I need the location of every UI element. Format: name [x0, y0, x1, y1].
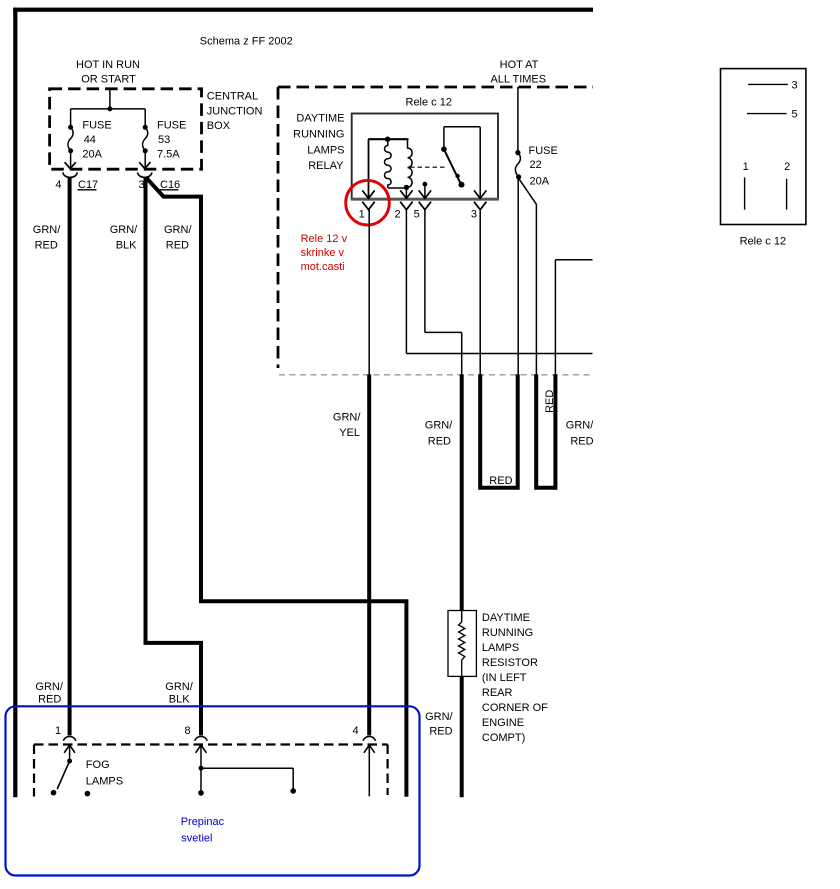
svg-text:RED: RED [38, 694, 61, 706]
svg-text:svetiel: svetiel [181, 833, 212, 845]
svg-text:HOT IN RUN: HOT IN RUN [76, 59, 140, 71]
svg-text:7.5A: 7.5A [157, 148, 180, 160]
svg-text:GRN/: GRN/ [333, 411, 361, 423]
svg-text:Rele c 12: Rele c 12 [740, 235, 786, 247]
svg-text:3: 3 [792, 79, 798, 91]
svg-text:1: 1 [55, 725, 61, 737]
svg-text:GRN/: GRN/ [566, 419, 594, 431]
svg-text:FOG: FOG [86, 759, 110, 771]
svg-text:ALL TIMES: ALL TIMES [490, 74, 546, 86]
svg-text:OR START: OR START [81, 74, 136, 86]
svg-text:Rele c 12: Rele c 12 [406, 97, 452, 109]
svg-text:RED: RED [489, 475, 512, 487]
svg-text:1: 1 [359, 209, 365, 221]
svg-text:3: 3 [471, 209, 477, 221]
svg-text:RELAY: RELAY [308, 160, 344, 172]
svg-text:C17: C17 [78, 179, 98, 191]
svg-text:GRN/: GRN/ [35, 681, 63, 693]
svg-text:mot.casti: mot.casti [301, 261, 345, 273]
svg-text:44: 44 [84, 134, 96, 146]
svg-text:skrinke v: skrinke v [301, 247, 345, 259]
svg-text:DAYTIME: DAYTIME [296, 113, 344, 125]
svg-text:LAMPS: LAMPS [307, 145, 344, 157]
svg-text:COMPT): COMPT) [482, 732, 525, 744]
svg-text:RED: RED [35, 240, 58, 252]
svg-text:2: 2 [395, 209, 401, 221]
svg-text:FUSE: FUSE [529, 145, 558, 157]
svg-text:GRN/: GRN/ [425, 711, 453, 723]
svg-text:BLK: BLK [116, 240, 137, 252]
svg-text:LAMPS: LAMPS [86, 776, 123, 788]
svg-text:RUNNING: RUNNING [293, 129, 344, 141]
svg-text:53: 53 [158, 134, 170, 146]
svg-text:5: 5 [414, 209, 420, 221]
svg-text:FUSE: FUSE [82, 120, 111, 132]
svg-text:GRN/: GRN/ [33, 224, 61, 236]
svg-text:GRN/: GRN/ [165, 681, 193, 693]
svg-text:YEL: YEL [339, 427, 360, 439]
svg-text:BLK: BLK [169, 694, 190, 706]
svg-text:GRN/: GRN/ [110, 224, 138, 236]
svg-text:20A: 20A [530, 175, 550, 187]
svg-text:GRN/: GRN/ [164, 224, 192, 236]
svg-text:Prepinac: Prepinac [181, 816, 225, 828]
svg-text:3: 3 [139, 179, 145, 191]
svg-text:HOT AT: HOT AT [500, 59, 539, 71]
svg-text:1: 1 [743, 161, 749, 173]
svg-text:LAMPS: LAMPS [482, 642, 519, 654]
svg-text:8: 8 [185, 725, 191, 737]
svg-text:GRN/: GRN/ [425, 419, 453, 431]
svg-text:RED: RED [428, 435, 451, 447]
svg-text:JUNCTION: JUNCTION [207, 105, 263, 117]
svg-text:CENTRAL: CENTRAL [207, 91, 258, 103]
svg-text:20A: 20A [82, 148, 102, 160]
svg-text:DAYTIME: DAYTIME [482, 612, 530, 624]
svg-text:FUSE: FUSE [157, 120, 186, 132]
svg-text:RESISTOR: RESISTOR [482, 657, 538, 669]
svg-text:4: 4 [352, 725, 358, 737]
svg-text:ENGINE: ENGINE [482, 717, 524, 729]
svg-text:REAR: REAR [482, 687, 513, 699]
svg-text:CORNER OF: CORNER OF [482, 702, 548, 714]
svg-text:BOX: BOX [207, 120, 231, 132]
svg-text:C16: C16 [160, 179, 180, 191]
svg-text:RED: RED [544, 390, 556, 413]
svg-text:Rele 12 v: Rele 12 v [301, 233, 348, 245]
svg-text:2: 2 [784, 161, 790, 173]
svg-text:RED: RED [570, 435, 593, 447]
svg-text:(IN LEFT: (IN LEFT [482, 672, 527, 684]
svg-text:5: 5 [792, 108, 798, 120]
svg-text:4: 4 [55, 179, 61, 191]
svg-text:22: 22 [530, 159, 542, 171]
svg-text:RED: RED [166, 240, 189, 252]
svg-text:RED: RED [429, 726, 452, 738]
svg-text:RUNNING: RUNNING [482, 627, 533, 639]
svg-text:Schema z FF 2002: Schema z FF 2002 [200, 36, 293, 48]
